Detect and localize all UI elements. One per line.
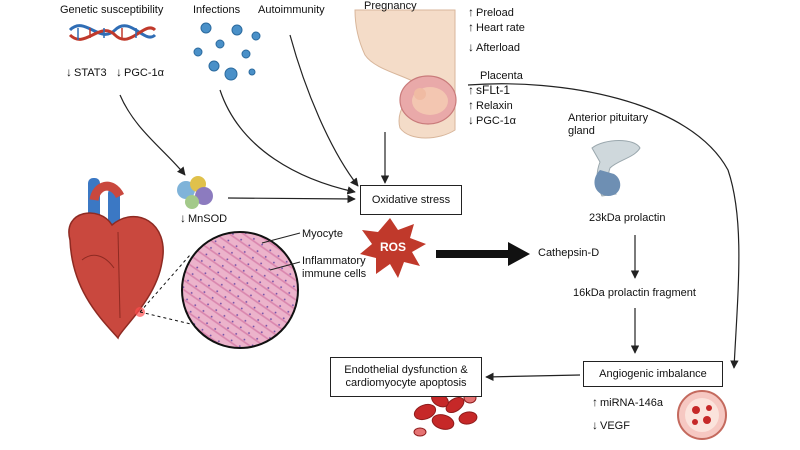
red-blood-cells-icon	[413, 392, 478, 437]
preload-label: ↑Preload	[468, 6, 514, 20]
dna-icon	[68, 24, 157, 41]
sflt-label: ↑sFLt-1	[468, 84, 510, 97]
endothelial-dysfunction-box: Endothelial dysfunction & cardiomyocyte …	[330, 357, 482, 397]
angiogenic-imbalance-box: Angiogenic imbalance	[583, 361, 723, 387]
infections-label: Infections	[193, 4, 241, 16]
mnsod-protein-icon	[177, 176, 213, 209]
prolactin-23-label: 23kDa prolactin	[589, 212, 666, 224]
pituitary-gland-icon	[591, 140, 641, 197]
up-arrow-icon: ↑	[468, 83, 474, 97]
down-arrow-icon: ↓	[592, 418, 598, 432]
cathepsin-label: Cathepsin-D	[538, 247, 600, 259]
virus-cluster-icon	[193, 22, 261, 81]
prolactin-16-label: 16kDa prolactin fragment	[573, 287, 696, 299]
stat3-label: ↓STAT3	[66, 66, 107, 80]
down-arrow-icon: ↓	[468, 113, 474, 127]
inflammatory-cells-label: Inflammatory immune cells	[302, 255, 367, 280]
heart-illustration	[68, 178, 164, 340]
pgc-placenta-text: PGC-1α	[476, 115, 516, 127]
heart-rate-text: Heart rate	[476, 22, 525, 34]
up-arrow-icon: ↑	[592, 395, 598, 409]
mirna-label: ↑miRNA-146a	[592, 396, 663, 410]
pgc-top-text: PGC-1α	[124, 67, 164, 79]
connector-arrows	[119, 34, 740, 382]
mirna-text: miRNA-146a	[600, 397, 663, 409]
ros-starburst	[360, 218, 426, 278]
pregnancy-label: Pregnancy	[364, 0, 417, 12]
down-arrow-icon: ↓	[180, 211, 186, 225]
oxidative-stress-box: Oxidative stress	[360, 185, 462, 215]
down-arrow-icon: ↓	[66, 65, 72, 79]
up-arrow-icon: ↑	[468, 5, 474, 19]
mnsod-label: ↓MnSOD	[180, 212, 227, 226]
anterior-pituitary-label: Anterior pituitary gland	[568, 112, 649, 137]
vegf-label: ↓VEGF	[592, 419, 630, 433]
sflt-text: sFLt-1	[476, 83, 511, 97]
genetic-susceptibility-label: Genetic susceptibility	[60, 4, 164, 16]
afterload-text: Afterload	[476, 42, 521, 54]
relaxin-label: ↑Relaxin	[468, 99, 513, 113]
pregnancy-illustration	[354, 9, 457, 139]
blood-vessel-icon	[677, 390, 727, 440]
autoimmunity-label: Autoimmunity	[258, 4, 325, 16]
down-arrow-icon: ↓	[116, 65, 122, 79]
up-arrow-icon: ↑	[468, 20, 474, 34]
stat3-text: STAT3	[74, 67, 107, 79]
ros-to-cathepsin-arrow	[436, 242, 530, 266]
placenta-label: Placenta	[480, 70, 523, 82]
heart-rate-label: ↑Heart rate	[468, 21, 525, 35]
up-arrow-icon: ↑	[468, 98, 474, 112]
relaxin-text: Relaxin	[476, 100, 513, 112]
ros-label: ROS	[380, 240, 407, 254]
preload-text: Preload	[476, 7, 514, 19]
vegf-text: VEGF	[600, 420, 630, 432]
afterload-label: ↓Afterload	[468, 41, 520, 55]
myocardium-tissue-magnified	[139, 231, 299, 349]
mnsod-text: MnSOD	[188, 213, 228, 225]
pgc-placenta-label: ↓PGC-1α	[468, 114, 516, 128]
myocyte-label: Myocyte	[302, 228, 343, 240]
pgc-top-label: ↓PGC-1α	[116, 66, 164, 80]
down-arrow-icon: ↓	[468, 40, 474, 54]
